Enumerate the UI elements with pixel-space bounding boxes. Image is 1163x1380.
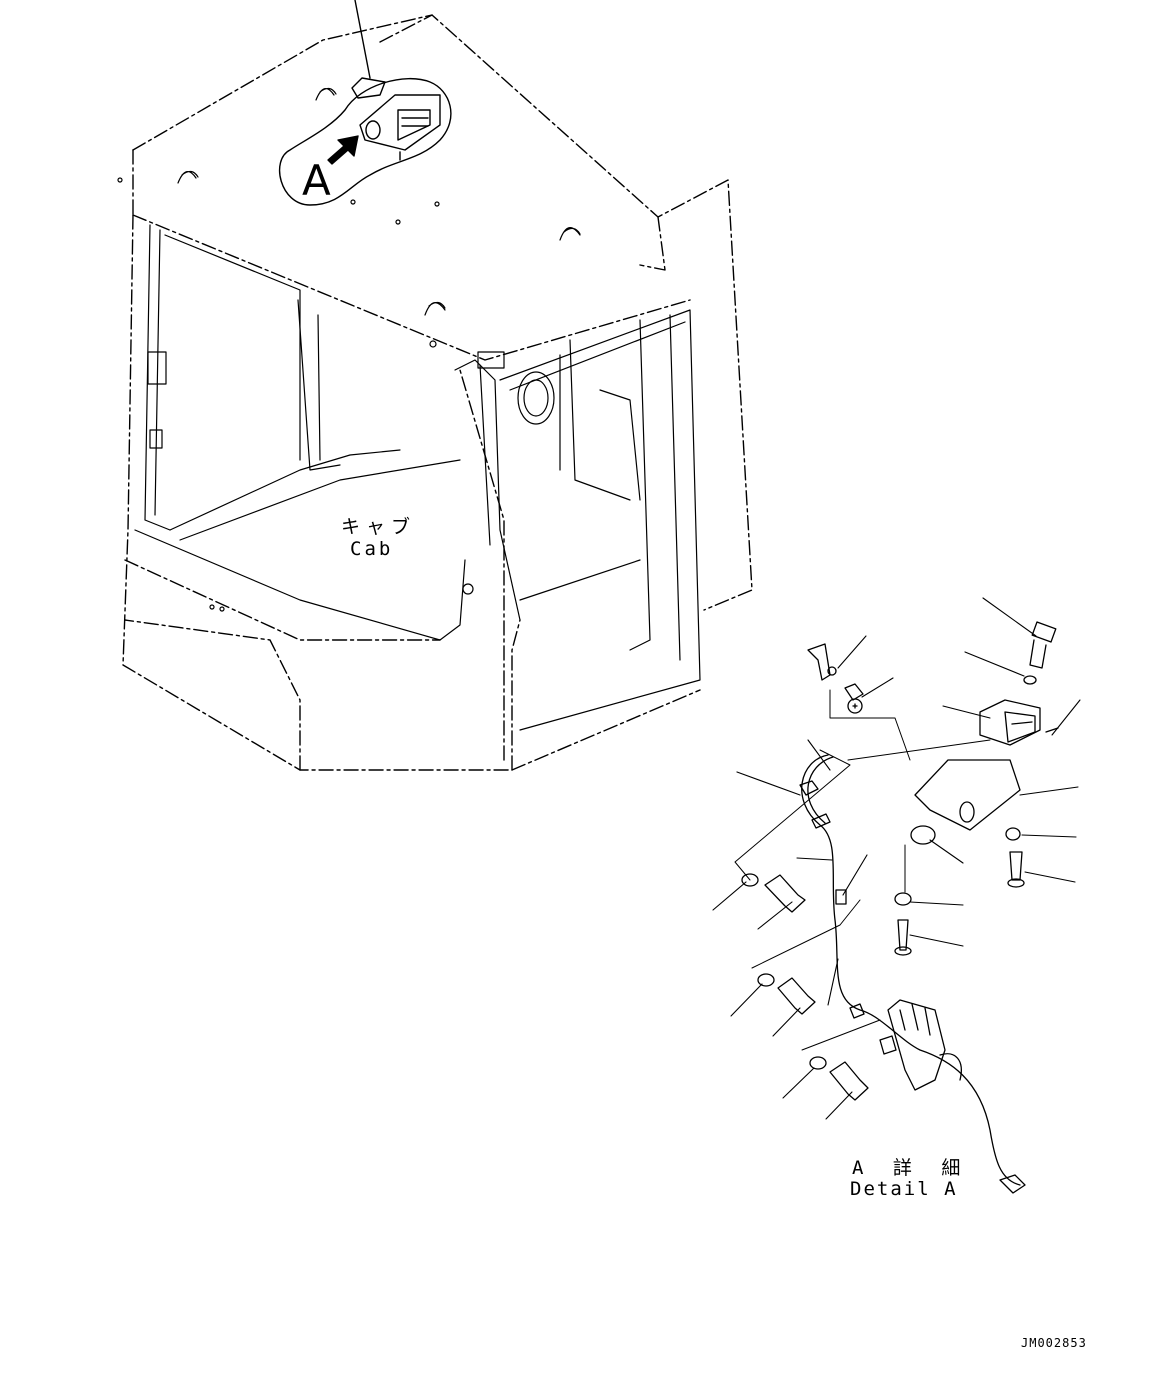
cab-frame-details [117, 87, 701, 731]
detail-a-assembly [712, 597, 1081, 1194]
view-a-callout-letter: A [302, 156, 331, 205]
drawing-number: JM002853 [1021, 1336, 1087, 1350]
cab-label-japanese: キャブ [341, 516, 417, 538]
view-a-callout-bubble [279, 0, 452, 206]
detail-a-label-japanese: A 詳 細 [852, 1157, 970, 1179]
cab-outline [122, 14, 753, 771]
cab-label-english: Cab [350, 538, 394, 560]
detail-a-label-english: Detail A [850, 1178, 958, 1200]
